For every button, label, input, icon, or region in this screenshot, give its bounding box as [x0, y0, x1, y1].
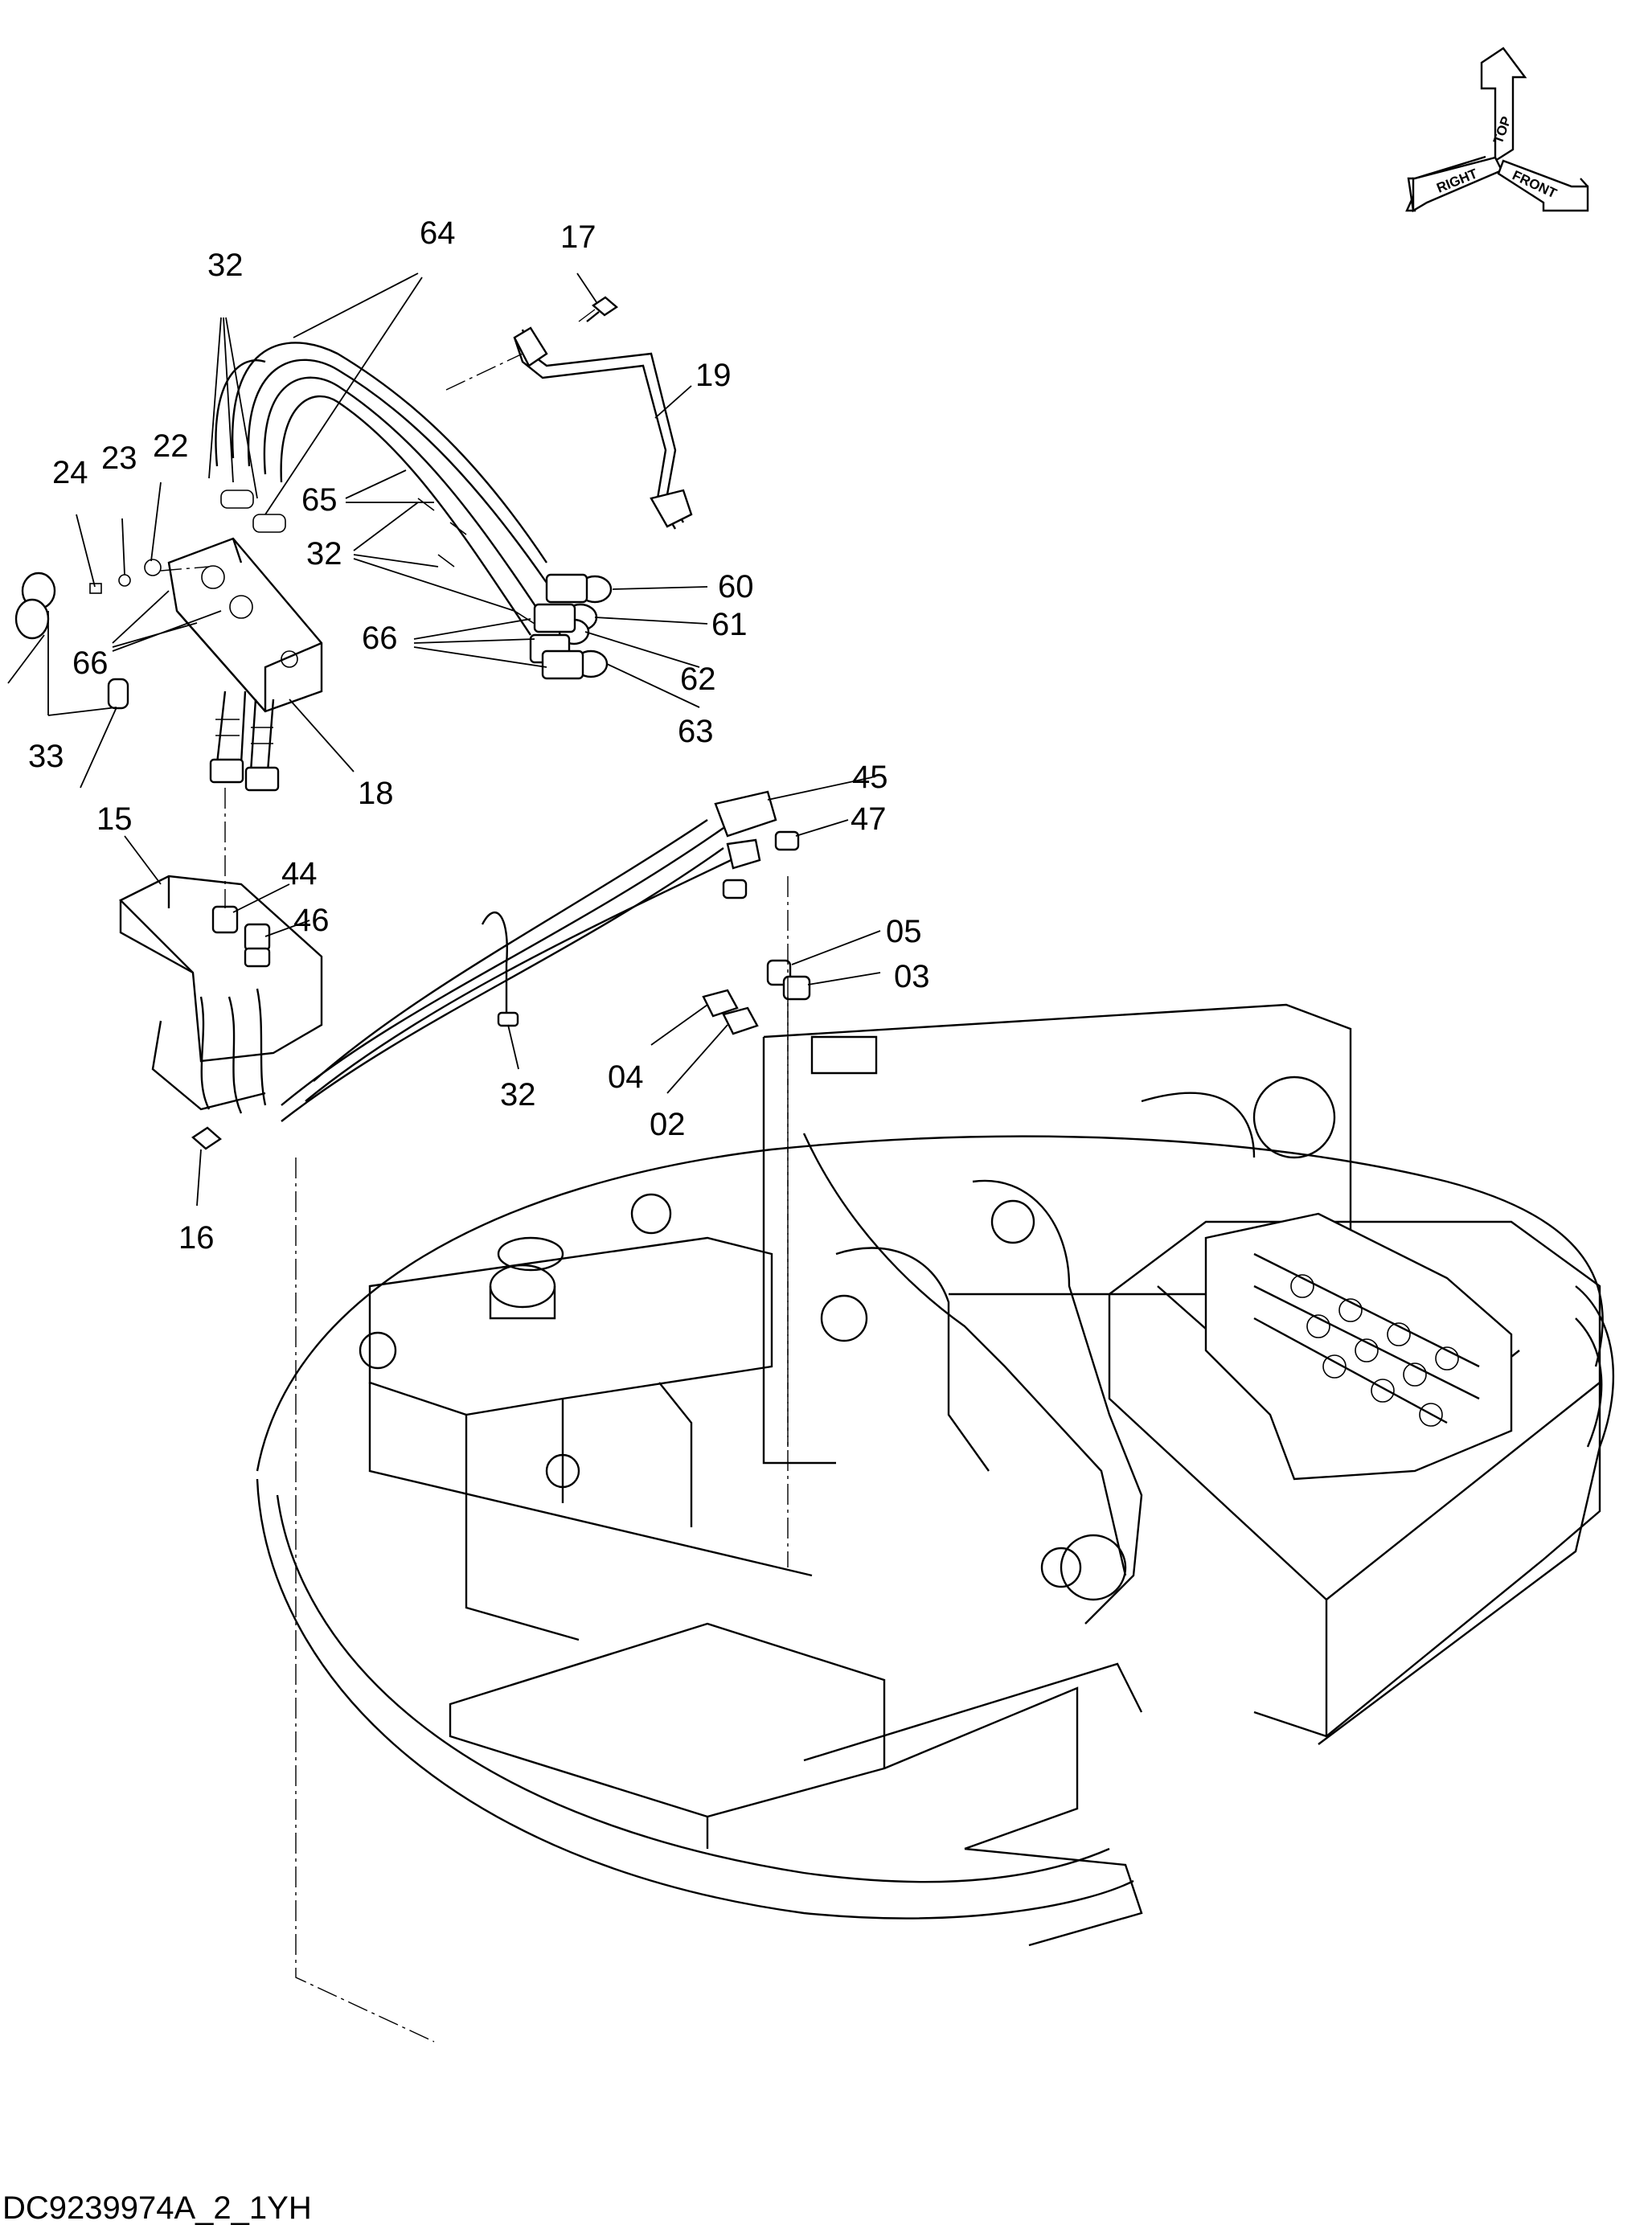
callout-02: 02 [650, 1107, 686, 1142]
bolt-17 [586, 296, 618, 322]
callout-32-mid: 32 [306, 536, 342, 572]
diagram-id: DC9239974A_2_1YH [2, 2190, 312, 2226]
orientation-indicator-icon: TOP FRONT RIGHT [1405, 47, 1589, 213]
bar-19 [513, 326, 693, 530]
callout-18: 18 [358, 776, 394, 811]
assembly-centerlines [160, 309, 789, 2043]
callout-16: 16 [178, 1220, 215, 1256]
upper-hose-assembly [167, 342, 613, 792]
callout-05: 05 [886, 914, 922, 949]
callout-17: 17 [560, 219, 596, 255]
callout-44: 44 [281, 856, 318, 891]
callout-15: 15 [96, 801, 133, 837]
washer-parts [89, 559, 162, 594]
caps-33 [14, 572, 129, 710]
callout-45: 45 [852, 760, 888, 795]
callout-61: 61 [711, 607, 748, 642]
callout-19: 19 [695, 358, 732, 393]
callout-labels: 64 17 32 19 24 23 22 65 32 60 61 66 66 6… [28, 215, 930, 1256]
fittings-02-05 [702, 959, 811, 1035]
callout-04: 04 [608, 1059, 644, 1095]
callout-24: 24 [52, 455, 88, 490]
callout-62: 62 [680, 662, 716, 697]
callout-66-left: 66 [72, 645, 109, 681]
callout-leaders [7, 272, 881, 1207]
mid-hose-assembly [118, 790, 800, 1150]
callout-03: 03 [894, 959, 930, 994]
machine-frame [256, 1003, 1615, 1947]
callout-23: 23 [101, 440, 137, 476]
callout-46: 46 [293, 903, 330, 938]
callout-66-right: 66 [362, 621, 398, 656]
callout-47: 47 [851, 801, 887, 837]
callout-32-top: 32 [207, 248, 244, 283]
callout-33: 33 [28, 739, 64, 774]
callout-60: 60 [718, 569, 754, 604]
callout-22: 22 [153, 428, 189, 464]
callout-63: 63 [678, 714, 714, 749]
callout-65: 65 [301, 482, 338, 518]
callout-64: 64 [420, 215, 456, 251]
callout-32-lower: 32 [500, 1077, 536, 1112]
